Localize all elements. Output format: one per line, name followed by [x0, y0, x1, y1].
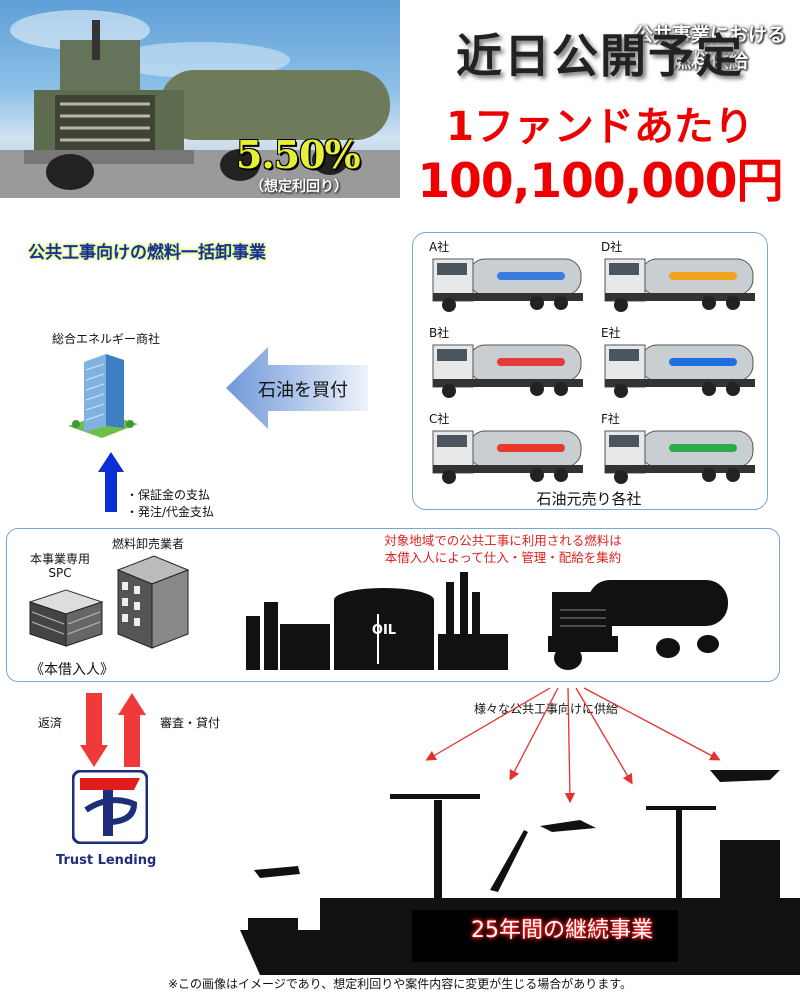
collection-note: 対象地域での公共工事に利用される燃料は 本借入人によって仕入・管理・配給を集約: [308, 532, 698, 566]
tanker-truck-1: A社: [429, 239, 583, 312]
truck-company-label: A社: [429, 239, 449, 254]
truck-company-label: B社: [429, 325, 449, 340]
supply-label: 様々な公共工事向けに供給: [474, 702, 619, 716]
oil-sellers-label: 石油元売り各社: [536, 490, 642, 508]
tanker-truck-4: E社: [601, 325, 755, 398]
payment-item-order: ・発注/代金支払: [126, 505, 215, 519]
tanker-truck-3: B社: [429, 325, 583, 398]
buy-oil-arrow: [226, 347, 368, 429]
loan-flow-arrows: [80, 693, 146, 767]
refinery-silhouette: OIL: [246, 572, 508, 670]
continuing-years-label: 25年間の継続事業: [471, 918, 653, 943]
oil-companies-panel: A社 D社 B社 E社 C社 F社: [412, 232, 768, 510]
collection-note-line1: 対象地域での公共工事に利用される燃料は: [384, 533, 622, 548]
wholesaler-label: 燃料卸売業者: [112, 537, 185, 551]
buy-oil-label: 石油を買付: [258, 380, 348, 401]
collection-note-line2: 本借入人によって仕入・管理・配給を集約: [384, 550, 622, 565]
borrower-box: [6, 528, 780, 682]
office-building-icon: [68, 354, 138, 438]
truck-company-label: C社: [429, 411, 449, 426]
supply-fanout-arrows: [425, 687, 721, 804]
coming-soon-heading: 近日公開予定: [456, 29, 744, 83]
loan-label: 審査・貸付: [160, 716, 221, 730]
fund-amount: 100,100,000円: [417, 154, 783, 209]
per-fund-label: 1ファンドあたり: [446, 104, 754, 150]
construction-silhouette: [240, 770, 800, 975]
tanker-truck-silhouette: [548, 580, 728, 670]
tanker-trucks-grid: A社 D社 B社 E社 C社 F社: [429, 239, 755, 484]
hero-caption-line1: 公共事業における: [633, 24, 786, 46]
trust-lending-name: Trust Lending: [56, 853, 157, 868]
military-tanker-truck-illustration: [0, 10, 400, 198]
spc-label-line1: 本事業専用: [29, 552, 90, 566]
expected-yield: 5.50%: [236, 132, 361, 177]
trust-lending-logo: [72, 770, 148, 844]
trading-company-label: 総合エネルギー商社: [52, 332, 161, 346]
tanker-truck-5: C社: [429, 411, 583, 484]
payment-item-deposit: ・保証金の支払: [126, 488, 211, 502]
tanker-truck-6: F社: [601, 411, 755, 484]
tanker-truck-2: D社: [601, 239, 755, 312]
spc-label: 本事業専用 SPC: [20, 552, 100, 580]
hero-caption-line2: 燃料供給: [671, 50, 748, 72]
wholesaler-building-icon: [116, 555, 190, 649]
spc-label-line2: SPC: [48, 566, 72, 580]
business-title: 公共工事向けの燃料一括卸事業: [28, 243, 266, 263]
hero-caption: 公共事業における 燃料供給: [634, 22, 786, 74]
truck-company-label: F社: [601, 411, 620, 426]
disclaimer: ※この画像はイメージであり、想定利回りや案件内容に変更が生じる場合があります。: [167, 977, 633, 991]
borrower-label: 《本借入人》: [30, 662, 114, 678]
payment-arrow-up: [98, 452, 124, 512]
expected-yield-note: （想定利回り）: [250, 179, 348, 195]
hero-truck-image: [0, 0, 400, 198]
truck-company-label: D社: [601, 239, 622, 254]
oil-tank-text: OIL: [372, 623, 396, 638]
truck-company-label: E社: [601, 325, 621, 340]
spc-building-icon: [28, 589, 104, 647]
repay-label: 返済: [38, 716, 63, 730]
